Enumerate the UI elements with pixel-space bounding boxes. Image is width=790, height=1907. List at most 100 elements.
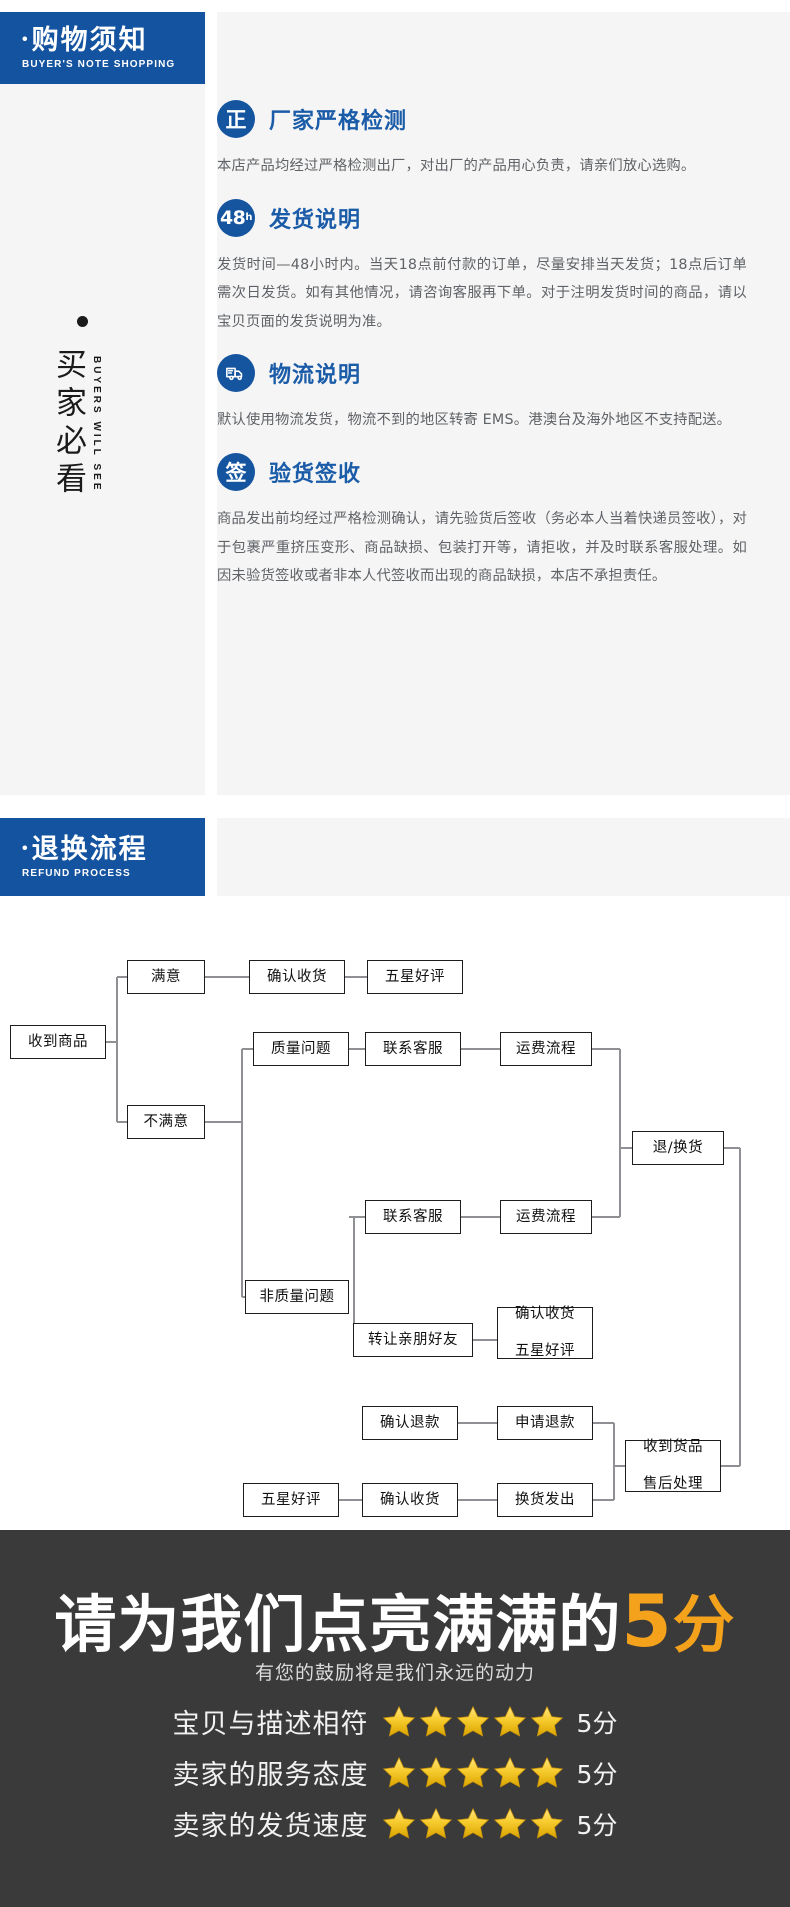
rating-headline: 请为我们点亮满满的5分 [0,1574,790,1664]
flow-connector [242,1048,253,1050]
side-title-en: BUYERS WILL SEE [91,356,102,493]
rating-headline-unit: 分 [672,1588,736,1661]
notice-block-body: 本店产品均经过严格检测出厂，对出厂的产品用心负责，请亲们放心选购。 [217,158,696,174]
refund-banner-title-en: REFUND PROCESS [22,867,131,879]
section-bottom-white [0,896,790,918]
flow-node: 联系客服 [365,1032,461,1066]
star-icon [530,1807,563,1839]
flow-connector [458,1499,497,1501]
flow-node: 退/换货 [632,1131,724,1165]
flow-connector [349,1216,354,1218]
buyer-note-banner: •购物须知 BUYER'S NOTE SHOPPING [0,12,205,84]
flow-connector [354,1216,365,1218]
star-icon [419,1705,452,1737]
flow-connector [473,1339,497,1341]
bullet-dot-icon: • [22,840,30,858]
flow-node: 联系客服 [365,1200,461,1234]
flow-connector [724,1147,740,1149]
notice-block-signing: 签 验货签收 商品发出前均经过严格检测确认，请先验货后签收（务必本人当着快递员签… [217,452,747,591]
notice-block-title: 验货签收 [269,461,362,487]
flow-node: 运费流程 [500,1032,592,1066]
flow-connector [592,1216,620,1218]
notice-block-title: 厂家严格检测 [269,109,408,134]
rating-stars[interactable] [381,1806,565,1842]
flow-node: 确认收货 [362,1483,458,1517]
flow-connector [461,1048,500,1050]
notice-block-header: 物流说明 [217,354,747,393]
star-icon [382,1756,415,1788]
zheng-badge-icon: 正 [217,100,255,138]
notice-blocks: 正 厂家严格检测 本店产品均经过严格检测出厂，对出厂的产品用心负责，请亲们放心选… [217,100,747,609]
flow-connector [205,1121,242,1123]
flow-node: 质量问题 [253,1032,349,1066]
notice-block-body: 默认使用物流发货，物流不到的地区转寄 EMS。港澳台及海外地区不支持配送。 [217,412,732,429]
flow-connector [353,1217,355,1297]
flow-connector [619,1049,621,1217]
star-icon [382,1807,415,1839]
left-column-gutter [205,0,217,918]
side-bullet-icon [77,316,88,327]
notice-block-logistics: 物流说明 默认使用物流发货，物流不到的地区转寄 EMS。港澳台及海外地区不支持配… [217,354,747,435]
flow-connector [620,1147,632,1149]
rating-headline-prefix: 请为我们点亮满满的 [54,1588,622,1661]
star-icon [493,1807,526,1839]
flow-connector [739,1148,741,1466]
flow-node: 转让亲朋好友 [353,1323,473,1357]
star-icon [419,1756,452,1788]
flow-node: 收到商品 [10,1025,106,1059]
star-icon [456,1705,489,1737]
flow-node: 满意 [127,960,205,994]
notice-block-inspection: 正 厂家严格检测 本店产品均经过严格检测出厂，对出厂的产品用心负责，请亲们放心选… [217,100,747,181]
star-icon [530,1705,563,1737]
side-vertical-title: 买家必看 BUYERS WILL SEE [50,316,202,500]
rating-row-label: 卖家的服务态度 [172,1760,369,1791]
flow-node: 收到货品售后处理 [625,1439,721,1492]
buyer-note-banner-title-en: BUYER'S NOTE SHOPPING [22,58,176,70]
rating-row-label: 宝贝与描述相符 [172,1709,369,1740]
flow-node: 确认收货 [249,960,345,994]
flow-connector [614,1465,625,1467]
buyer-note-banner-title-cn: •购物须知 [22,25,148,56]
flow-node: 确认收货五星好评 [497,1306,593,1359]
rating-stars[interactable] [381,1755,565,1791]
flow-connector [593,1422,614,1424]
notice-block-header: 签 验货签收 [217,452,747,491]
star-icon [530,1756,563,1788]
notice-block-title: 发货说明 [269,207,362,233]
section-divider-white [0,795,790,818]
flow-connector [106,1041,117,1043]
flow-node: 不满意 [127,1105,205,1139]
flow-connector [592,1048,620,1050]
flow-node: 申请退款 [497,1406,593,1440]
star-icon [419,1807,452,1839]
star-icon [456,1807,489,1839]
flow-connector [116,977,118,1122]
notice-block-title: 物流说明 [269,363,362,389]
flow-connector [461,1216,500,1218]
star-icon [493,1756,526,1788]
flow-connector [117,1121,127,1123]
side-title-cn: 买家必看 [50,348,86,500]
flow-connector [339,1499,362,1501]
flow-connector [349,1048,365,1050]
buyer-notice-section: •购物须知 BUYER'S NOTE SHOPPING 买家必看 BUYERS … [0,0,790,918]
notice-block-body: 发货时间—48小时内。当天18点前付款的订单，尽量安排当天发货；18点后订单需次… [217,256,747,330]
refund-banner-title-cn: •退换流程 [22,834,148,865]
rating-row-score: 5分 [576,1759,618,1789]
rating-row-label: 卖家的发货速度 [172,1811,369,1842]
flow-connector [242,1296,245,1298]
top-white-band [0,0,790,12]
notice-block-header: 正 厂家严格检测 [217,100,747,138]
bullet-dot-icon: • [22,31,30,49]
flow-node: 五星好评 [367,960,463,994]
rating-stars[interactable] [381,1704,565,1740]
star-icon [382,1705,415,1737]
rating-subtitle: 有您的鼓励将是我们永远的动力 [254,1662,535,1684]
